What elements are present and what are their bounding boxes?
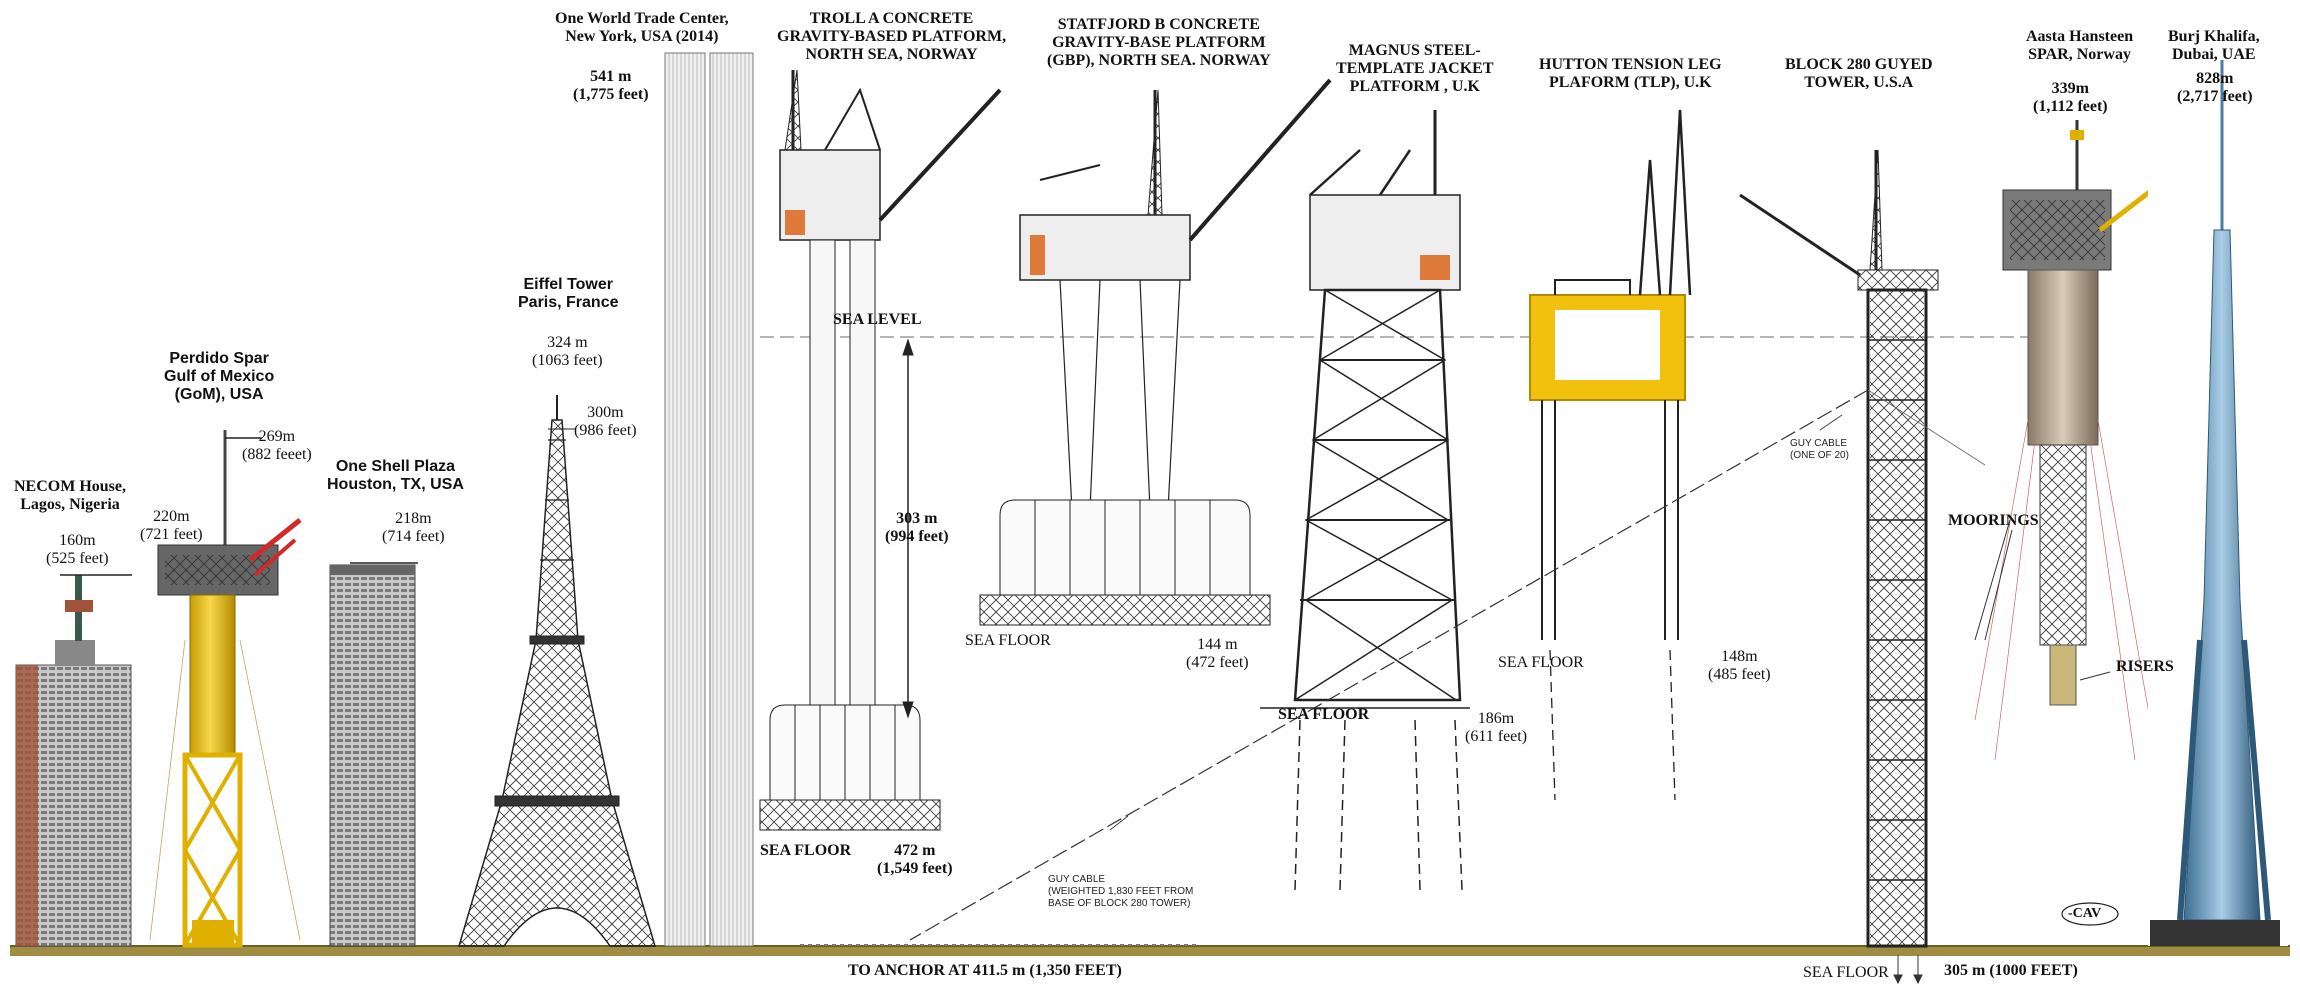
risers-label: RISERS: [2116, 658, 2174, 675]
troll-a-platform: [759, 69, 1002, 831]
perdido-name-label: Perdido Spar Gulf of Mexico (GoM), USA: [164, 350, 275, 403]
ground-band: [10, 946, 2290, 956]
burj-khalifa-building: [2148, 45, 2288, 946]
burj-name-label: Burj Khalifa, Dubai, UAE: [2168, 28, 2260, 63]
wtc-name-label: One World Trade Center, New York, USA (2…: [555, 10, 729, 45]
hutton-height-label: 148m (485 feet): [1708, 648, 1771, 683]
guy-cable-one-label: GUY CABLE (ONE OF 20): [1790, 438, 1849, 461]
hutton-sea-floor-label: SEA FLOOR: [1498, 654, 1584, 671]
troll-height-label: 472 m (1,549 feet): [877, 842, 953, 877]
troll-name-label: TROLL A CONCRETE GRAVITY-BASED PLATFORM,…: [777, 10, 1007, 63]
guy-cable-line: [909, 389, 1869, 941]
block280-sea-floor-label: SEA FLOOR: [1803, 964, 1889, 981]
sea-floor-arrows: [1893, 955, 1923, 985]
magnus-name-label: MAGNUS STEEL- TEMPLATE JACKET PLATFORM ,…: [1336, 42, 1494, 95]
world-trade-center-towers: [664, 52, 754, 947]
troll-depth-label: 303 m (994 feet): [885, 510, 949, 545]
sea-level-label: SEA LEVEL: [833, 311, 922, 328]
wtc-height-label: 541 m (1,775 feet): [573, 68, 649, 103]
perdido-upper-height-label: 269m (882 feeet): [242, 428, 312, 463]
block280-height-label: 305 m (1000 FEET): [1944, 962, 2078, 979]
magnus-sea-floor-label: SEA FLOOR: [1278, 706, 1370, 723]
anchor-label: TO ANCHOR AT 411.5 m (1,350 FEET): [848, 962, 1122, 979]
aasta-height-label: 339m (1,112 feet): [2033, 80, 2108, 115]
necom-house-building: [15, 575, 132, 947]
eiffel-tower: [457, 395, 657, 947]
statfjord-b-platform: [979, 78, 1332, 626]
shell-name-label: One Shell Plaza Houston, TX, USA: [327, 458, 464, 493]
one-shell-plaza-building: [329, 564, 416, 947]
moorings-label: MOORINGS: [1948, 512, 2039, 529]
guy-cable-weighted-label: GUY CABLE (WEIGHTED 1,830 FEET FROM BASE…: [1048, 874, 1194, 909]
burj-height-label: 828m (2,717 feet): [2177, 70, 2253, 105]
perdido-lower-height-label: 220m (721 feet): [140, 508, 203, 543]
hutton-name-label: HUTTON TENSION LEG PLAFORM (TLP), U.K: [1539, 56, 1722, 91]
troll-sea-floor-label: SEA FLOOR: [760, 842, 852, 859]
troll-depth-arrow: [902, 338, 914, 719]
aasta-hansteen-spar: [1974, 120, 2167, 761]
aasta-name-label: Aasta Hansteen SPAR, Norway: [2026, 28, 2134, 63]
statfjord-name-label: STATFJORD B CONCRETE GRAVITY-BASE PLATFO…: [1047, 16, 1271, 69]
statfjord-sea-floor-label: SEA FLOOR: [965, 632, 1051, 649]
necom-name-label: NECOM House, Lagos, Nigeria: [14, 478, 126, 513]
hutton-tlp-platform: [1529, 109, 1692, 801]
eiffel-top-height-label: 324 m (1063 feet): [532, 334, 603, 369]
eiffel-mid-height-label: 300m (986 feet): [574, 404, 637, 439]
eiffel-name-label: Eiffel Tower Paris, France: [518, 276, 619, 311]
statfjord-height-label: 144 m (472 feet): [1186, 636, 1249, 671]
magnus-jacket-platform: [1293, 110, 1463, 891]
shell-height-label: 218m (714 feet): [382, 510, 445, 545]
signature-label: -CAV: [2068, 906, 2102, 921]
necom-height-label: 160m (525 feet): [46, 532, 109, 567]
signature-oval: [2061, 902, 2119, 926]
block-280-guyed-tower: [1739, 149, 1939, 948]
magnus-height-label: 186m (611 feet): [1465, 710, 1528, 745]
block280-name-label: BLOCK 280 GUYED TOWER, U.S.A: [1785, 56, 1933, 91]
perdido-spar: [149, 430, 302, 948]
